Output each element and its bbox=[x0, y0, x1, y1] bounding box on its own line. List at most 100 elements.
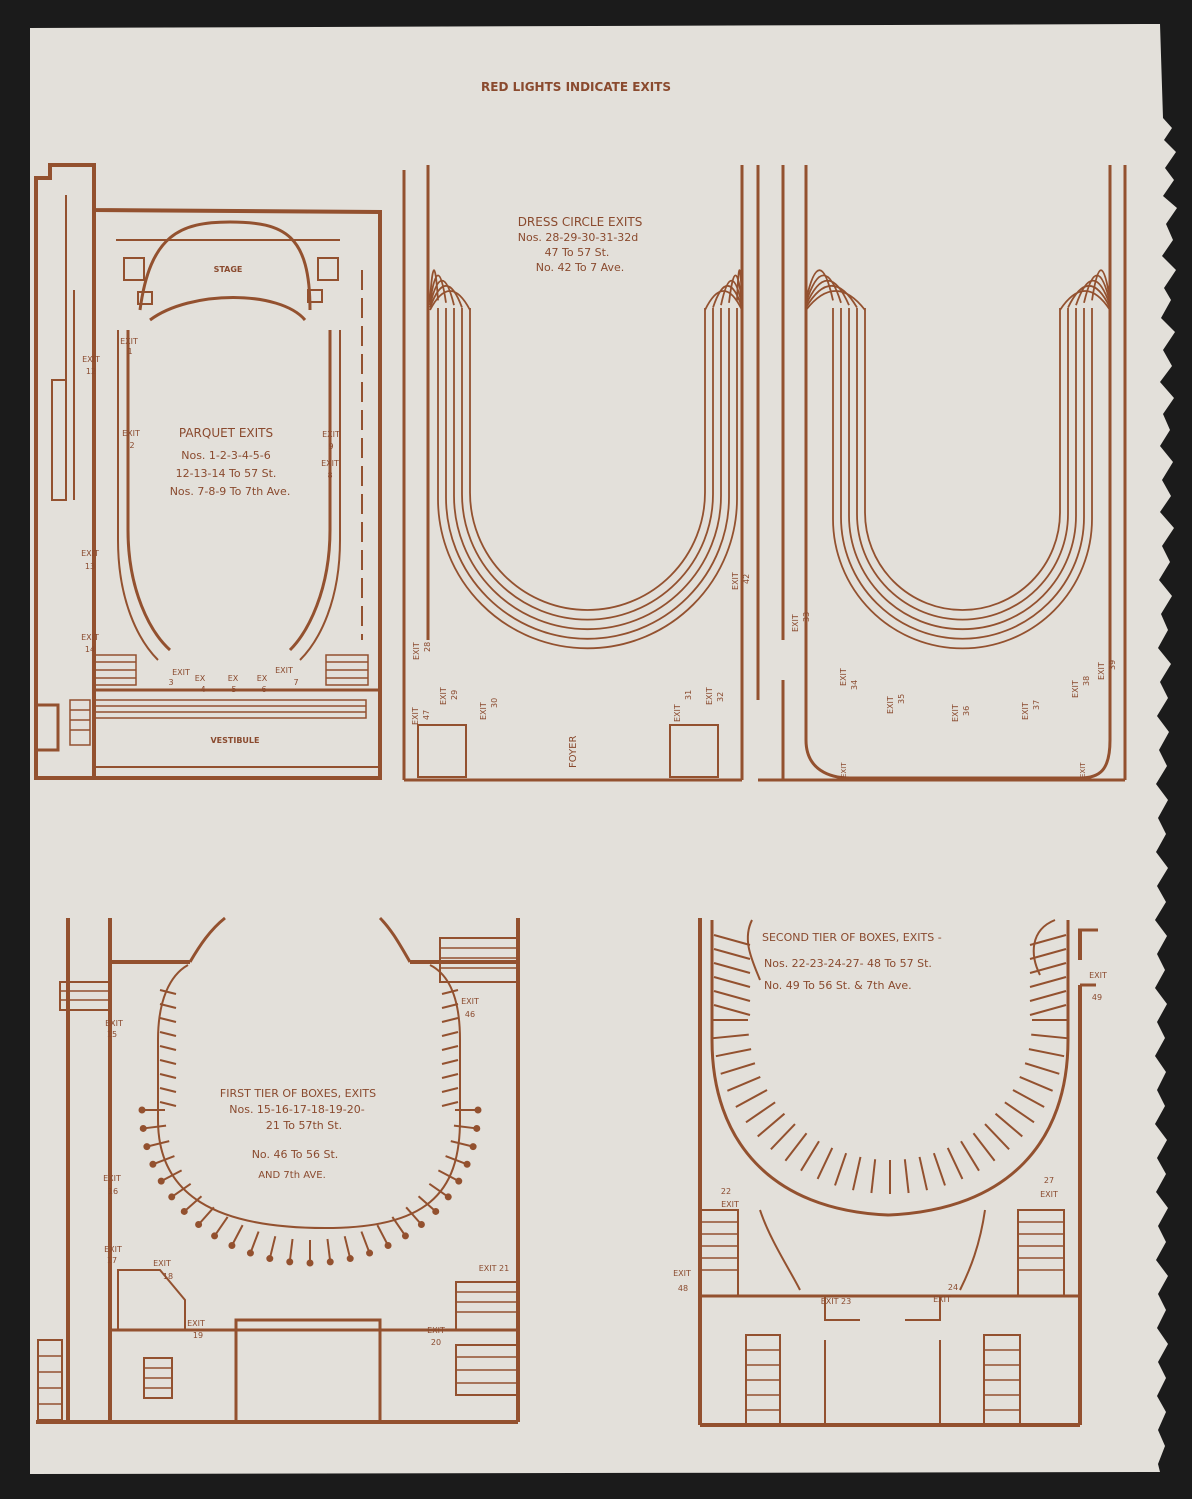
dress-circle-line3: No. 42 To 7 Ave. bbox=[536, 261, 624, 274]
rail-line bbox=[445, 308, 730, 640]
rail-cap bbox=[429, 274, 447, 303]
box-marker bbox=[366, 1249, 374, 1257]
exit-6: 6 bbox=[261, 685, 266, 694]
box-partition bbox=[784, 1132, 808, 1162]
box-partition bbox=[1012, 1089, 1045, 1108]
box-partition bbox=[171, 1183, 192, 1198]
rail-cap bbox=[720, 280, 743, 306]
box-partition bbox=[143, 1124, 167, 1130]
parquet-exits-line1: Nos. 1-2-3-4-5-6 bbox=[181, 449, 271, 462]
box-partition bbox=[918, 1156, 928, 1191]
box-partition bbox=[1024, 1062, 1060, 1075]
second-tier-line1: Nos. 22-23-24-27- 48 To 57 St. bbox=[764, 957, 932, 970]
parquet-exits-title: PARQUET EXITS bbox=[179, 426, 273, 440]
exit-word: EXIT bbox=[411, 707, 420, 725]
box-partition bbox=[1029, 934, 1067, 946]
box-partition bbox=[159, 1059, 177, 1065]
rail-cap bbox=[429, 285, 463, 308]
box-partition bbox=[326, 1238, 332, 1263]
exit-word: EXIT bbox=[322, 430, 340, 439]
box-partition bbox=[450, 1140, 474, 1148]
box-partition bbox=[1028, 1048, 1065, 1058]
box-partition bbox=[159, 1031, 177, 1037]
box-partition bbox=[197, 1206, 215, 1226]
box-partition bbox=[984, 1123, 1010, 1150]
box-marker bbox=[401, 1232, 409, 1240]
box-partition bbox=[428, 1183, 449, 1198]
box-partition bbox=[1004, 1101, 1035, 1124]
exit-word: EXIT bbox=[933, 1295, 951, 1304]
exit-15: 15 bbox=[107, 1030, 117, 1039]
rail-cap bbox=[704, 290, 743, 311]
first-tier-box-marks bbox=[138, 989, 482, 1267]
exit-word: EXIT bbox=[187, 1319, 205, 1328]
rail-line bbox=[469, 308, 706, 611]
exit-word: EXIT bbox=[1021, 702, 1030, 720]
box-marker bbox=[228, 1241, 236, 1249]
rail-cap bbox=[1091, 269, 1111, 301]
exit-word: EXIT bbox=[81, 549, 99, 558]
exit-48: 48 bbox=[678, 1284, 688, 1293]
first-tier-plan bbox=[36, 916, 520, 1424]
exit-16: 16 bbox=[108, 1187, 118, 1196]
box-partition bbox=[441, 1017, 459, 1023]
box-partition bbox=[816, 1147, 834, 1180]
rail-line bbox=[461, 308, 714, 621]
second-tier-labels: SECOND TIER OF BOXES, EXITS - Nos. 22-23… bbox=[673, 931, 1107, 1306]
ex-word: EX bbox=[228, 674, 239, 683]
rail-cap bbox=[429, 269, 439, 301]
exit-20: 20 bbox=[431, 1338, 441, 1347]
exit-word: EXIT bbox=[840, 762, 848, 778]
box-partition bbox=[1019, 1076, 1053, 1092]
box-partition bbox=[932, 1152, 946, 1186]
box-partition bbox=[1029, 948, 1067, 960]
exit-12: 12 bbox=[86, 367, 96, 376]
rail-cap bbox=[736, 269, 743, 301]
paper-sheet bbox=[30, 24, 1177, 1474]
box-partition bbox=[1029, 976, 1067, 988]
box-marker bbox=[469, 1143, 477, 1151]
exit-word: EXIT bbox=[104, 1245, 122, 1254]
exit-27: 27 bbox=[1044, 1176, 1054, 1185]
exit-31: 31 bbox=[684, 690, 693, 700]
exit-35: 35 bbox=[897, 694, 906, 704]
second-tier-line2: No. 49 To 56 St. & 7th Ave. bbox=[764, 979, 912, 992]
box-marker bbox=[168, 1193, 176, 1201]
exit-word: EXIT bbox=[731, 572, 740, 590]
vestibule-label: VESTIBULE bbox=[210, 736, 259, 745]
box-partition bbox=[720, 1062, 756, 1075]
exit-word: EXIT bbox=[673, 1269, 691, 1278]
box-partition bbox=[360, 1231, 371, 1254]
exit-word: EXIT bbox=[1079, 762, 1087, 778]
box-marker bbox=[473, 1124, 481, 1132]
exit-22: 22 bbox=[721, 1187, 731, 1196]
box-partition bbox=[376, 1224, 389, 1246]
exit-word: EXIT bbox=[673, 704, 682, 722]
box-partition bbox=[745, 1101, 776, 1124]
exit-29: 29 bbox=[450, 690, 459, 700]
exit-word: EXIT bbox=[105, 1019, 123, 1028]
exit-9: 9 bbox=[328, 442, 333, 451]
exit-7: 7 bbox=[293, 678, 298, 687]
second-tier-plan bbox=[698, 918, 1098, 1427]
rail-line bbox=[453, 308, 722, 631]
box-partition bbox=[713, 948, 751, 960]
box-partition bbox=[1031, 1033, 1068, 1040]
rail-line bbox=[437, 308, 738, 650]
rail-cap bbox=[1059, 290, 1111, 311]
first-tier-title: FIRST TIER OF BOXES, EXITS bbox=[220, 1087, 376, 1100]
exit-word: EXIT bbox=[791, 614, 800, 632]
box-marker bbox=[417, 1221, 425, 1229]
box-partition bbox=[159, 1073, 177, 1079]
box-partition bbox=[441, 1087, 459, 1093]
exit-3: 3 bbox=[168, 678, 173, 687]
box-partition bbox=[405, 1206, 423, 1226]
box-partition bbox=[903, 1159, 910, 1194]
box-partition bbox=[441, 1073, 459, 1079]
box-marker bbox=[455, 1177, 463, 1185]
box-partition bbox=[391, 1216, 407, 1237]
rail-cap bbox=[728, 274, 743, 303]
exit-13: 13 bbox=[85, 562, 95, 571]
exit-8: 8 bbox=[327, 471, 332, 480]
